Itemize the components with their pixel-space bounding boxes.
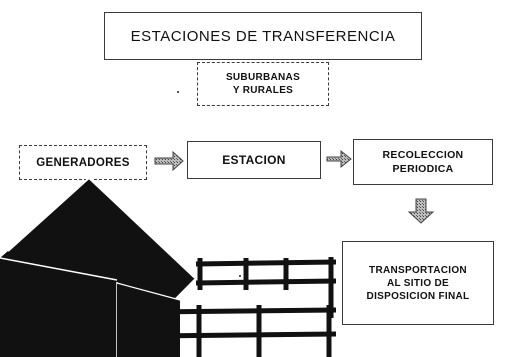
station-label: ESTACION [222,153,286,167]
transport-label: TRANSPORTACION AL SITIO DE DISPOSICION F… [366,264,470,302]
station-node: ESTACION [187,141,321,179]
speck [177,91,179,93]
right-arrow-icon [154,150,184,172]
generators-node: GENERADORES [19,145,147,180]
speck [239,275,241,277]
right-arrow-icon [326,149,352,169]
diagram-subtitle: SUBURBANAS Y RURALES [225,72,301,96]
collection-label: RECOLECCION PERIODICA [382,149,464,175]
transport-node: TRANSPORTACION AL SITIO DE DISPOSICION F… [342,241,494,325]
subtitle-box: SUBURBANAS Y RURALES [197,62,329,106]
down-arrow-icon [407,198,435,224]
diagram-title: ESTACIONES DE TRANSFERENCIA [130,27,396,45]
station-building-illustration [0,176,196,357]
title-box: ESTACIONES DE TRANSFERENCIA [104,12,422,60]
collection-node: RECOLECCION PERIODICA [353,139,493,185]
generators-label: GENERADORES [36,156,130,169]
fence-illustration [149,257,337,357]
